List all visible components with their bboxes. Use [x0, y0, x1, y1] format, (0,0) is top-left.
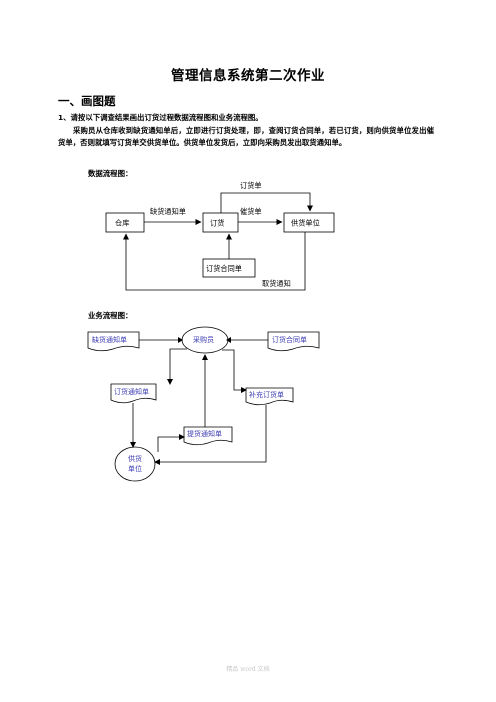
section-heading: 一、画图题 — [58, 94, 116, 108]
pickup-doc-label: 提货通知单 — [187, 429, 222, 438]
urge-flow-label: 催货单 — [240, 207, 262, 216]
arrowhead-order — [167, 379, 173, 385]
bfd-label: 业务流程图： — [88, 311, 133, 320]
arrowhead-supplement — [241, 387, 247, 393]
document-title: 管理信息系统第二次作业 — [171, 68, 325, 84]
order-box — [202, 212, 239, 233]
footer-watermark: 精品 word 文档 — [226, 666, 270, 673]
supplier-node — [114, 446, 156, 482]
order-flow-label: 订货单 — [240, 181, 262, 190]
contract-doc-shape — [267, 331, 320, 352]
dfd-label: 数据流程图： — [88, 169, 133, 178]
supplier-label-line2: 单位 — [128, 464, 142, 473]
shortage-doc-shape — [87, 331, 140, 352]
order-doc-shape — [110, 383, 157, 404]
order-doc-label: 订货通知单 — [114, 387, 149, 396]
order-flow-arrow — [220, 192, 313, 213]
question-text: 1、请按以下调查结果画出订货过程数据流程图和业务流程图。 — [58, 113, 263, 122]
buyer-to-supplement-line — [222, 349, 246, 391]
warehouse-label: 仓库 — [115, 219, 129, 228]
shortage-doc-label: 缺货通知单 — [92, 335, 127, 344]
shortage-flow-label: 缺货通知单 — [150, 207, 186, 216]
supplier-label-line1: 供货 — [128, 454, 142, 463]
supplier-to-pickup-line — [157, 436, 184, 452]
supplier-label: 供货单位 — [291, 219, 320, 228]
contract-doc-label: 订货合同单 — [272, 335, 307, 344]
question-paragraph: 采购员从仓库收到缺货通知单后，立即进行订货处理，即，查阅订货合同单，若已订货，则… — [58, 126, 434, 148]
contract-label: 订货合同单 — [206, 264, 242, 273]
arrowhead-contract — [226, 337, 231, 343]
arrowhead-supplier — [130, 442, 136, 448]
arrowhead-pickup — [179, 434, 185, 440]
supplier-box — [283, 212, 335, 233]
supplement-doc-label: 补充订货单 — [249, 390, 284, 399]
buyer-label: 采购员 — [193, 335, 214, 344]
arrowhead-buyer — [202, 354, 208, 360]
pickup-flow-arrow — [123, 232, 306, 291]
arrowhead-shortage — [178, 337, 183, 343]
pickup-doc-shape — [183, 426, 233, 446]
warehouse-box — [105, 212, 145, 233]
buyer-to-order-line — [169, 348, 187, 384]
pickup-flow-label: 取货通知 — [262, 279, 291, 288]
supplement-to-supplier-line — [155, 405, 267, 463]
order-label: 订货 — [210, 219, 224, 228]
supplement-doc-shape — [245, 387, 294, 406]
arrowhead-supplier-right — [154, 459, 160, 465]
